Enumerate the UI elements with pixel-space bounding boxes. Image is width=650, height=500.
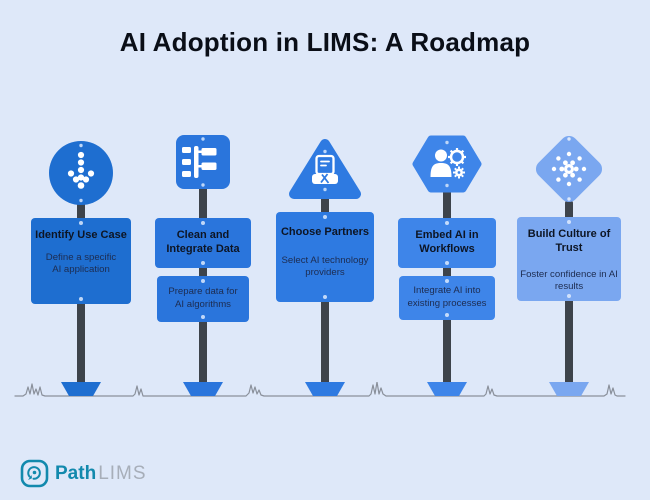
sign-board: Identify Use Case Define a specific AI a…	[31, 218, 131, 304]
diamond-sign-shape	[535, 135, 603, 203]
sign-title: Clean and Integrate Data	[166, 229, 240, 255]
signpost-base	[305, 382, 345, 396]
sign-title: Embed AI in Workflows	[415, 229, 479, 255]
page-title: AI Adoption in LIMS: A Roadmap	[119, 27, 531, 57]
circle-sign-shape	[49, 141, 113, 205]
microscope-badge-icon	[20, 459, 49, 488]
sign-title: Build Culture of Trust	[527, 228, 611, 254]
signpost-embed-ai-workflows: Embed AI in Workflows Integrate AI into …	[386, 125, 508, 400]
sign-description: Select AI technology providers	[281, 254, 369, 279]
signpost-base	[183, 382, 223, 396]
signpost-base	[427, 382, 467, 396]
hexagon-sign-shape	[412, 135, 482, 193]
sign-description: Foster confidence in AI results	[520, 268, 618, 293]
sign-board-description: Integrate AI into existing processes	[399, 276, 495, 320]
data-structure-icon	[182, 146, 217, 178]
signpost-identify-use-case: Identify Use Case Define a specific AI a…	[20, 125, 142, 400]
sign-title: Identify Use Case	[35, 229, 127, 241]
ground-line	[14, 382, 626, 397]
contract-handshake-icon	[312, 154, 338, 184]
sign-board-description: Prepare data for AI algorithms	[157, 276, 249, 322]
signpost-base	[61, 382, 101, 396]
sign-description: Define a specific AI application	[45, 251, 117, 276]
roadmap-stage: Identify Use Case Define a specific AI a…	[0, 125, 650, 400]
brand-lims-label: LIMS	[98, 463, 147, 484]
screw-dots	[79, 143, 83, 203]
signpost-choose-partners: Choose Partners Select AI technology pro…	[264, 125, 386, 400]
sign-board-title: Embed AI in Workflows	[398, 218, 496, 268]
triangle-sign-shape	[289, 139, 361, 199]
sign-description: Integrate AI into existing processes	[407, 285, 487, 309]
screw-dots	[445, 140, 449, 188]
sign-description: Prepare data for AI algorithms	[168, 286, 238, 310]
dotted-arrow-down-icon	[67, 151, 95, 189]
sign-board: Choose Partners Select AI technology pro…	[276, 212, 374, 302]
sign-title: Choose Partners	[280, 226, 370, 238]
signpost-build-culture-of-trust: Build Culture of Trust Foster confidence…	[508, 125, 630, 400]
sign-board-title: Clean and Integrate Data	[155, 218, 251, 268]
brand-path-label: Path	[55, 463, 97, 484]
square-sign-shape	[176, 135, 230, 189]
sign-board: Build Culture of Trust Foster confidence…	[517, 217, 621, 301]
signpost-base	[549, 382, 589, 396]
screw-dots	[201, 137, 205, 187]
person-gears-icon	[430, 148, 466, 179]
screw-dots	[323, 149, 327, 192]
screw-dots	[567, 137, 571, 201]
signpost-clean-integrate-data: Clean and Integrate Data Prepare data fo…	[142, 125, 264, 400]
